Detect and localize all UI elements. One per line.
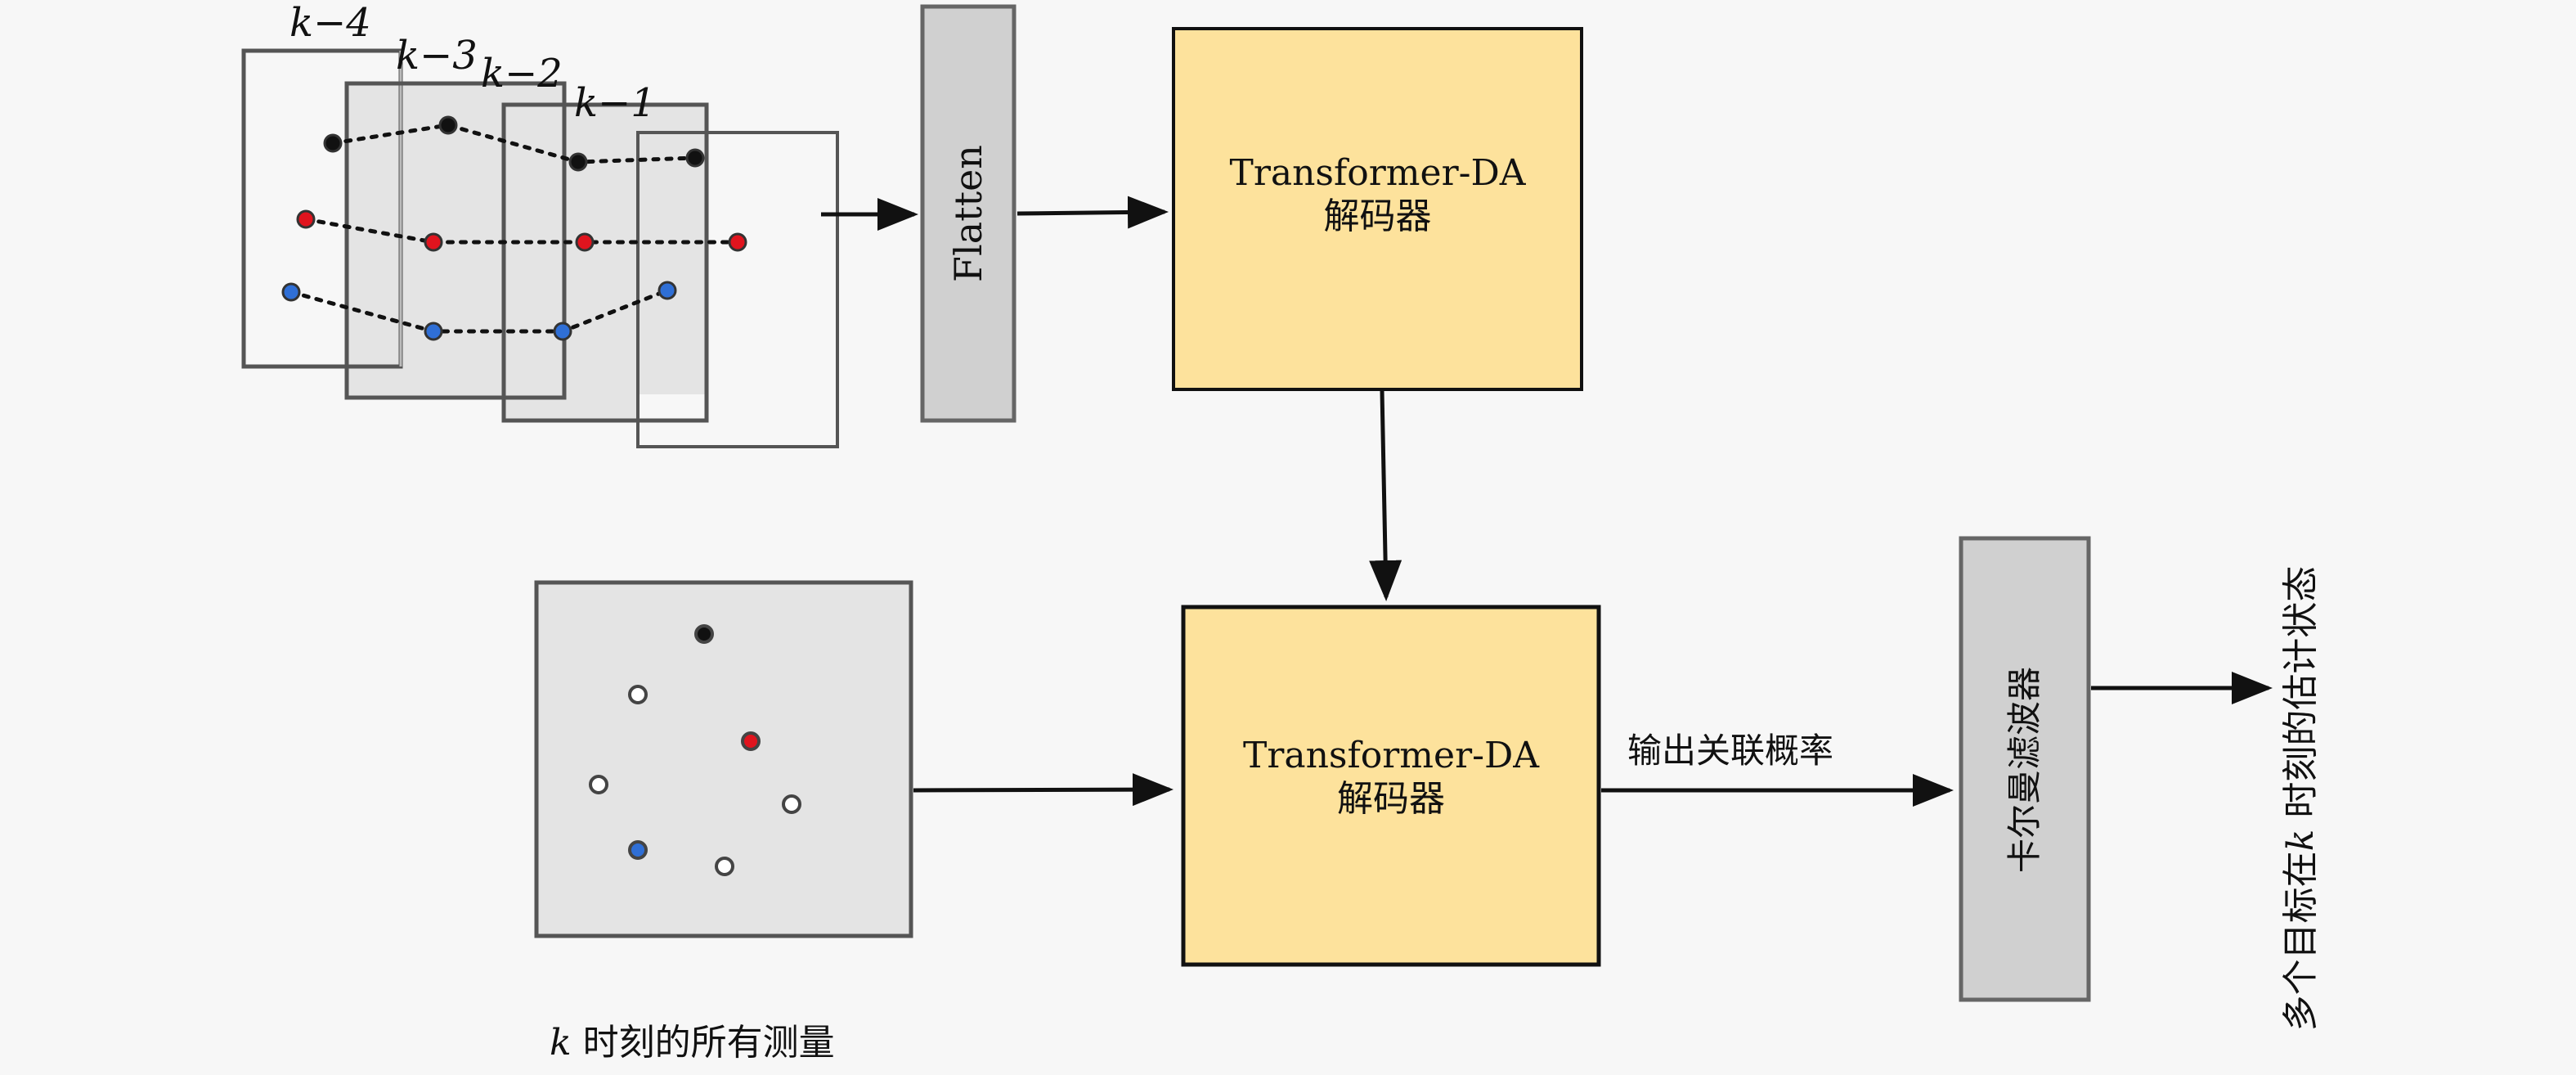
measurement-target-red: [741, 731, 761, 751]
arrow-flatten-to-decoder: [1016, 196, 1169, 229]
measurement-clutter: [628, 685, 648, 704]
track-point-red: [728, 232, 747, 252]
track-point-red: [575, 232, 595, 252]
flatten-block: [920, 4, 1016, 423]
track-points: [281, 115, 747, 341]
track-point-red: [424, 232, 443, 252]
measurements-caption-var: k: [550, 1022, 572, 1064]
track-point-blue: [424, 322, 443, 341]
kalman-filter-label: 卡尔曼滤波器: [2004, 667, 2044, 874]
track-point-black: [323, 133, 343, 153]
measurement-clutter: [715, 857, 734, 876]
track-point-blue: [657, 281, 677, 300]
measurements-caption: k 时刻的所有测量: [550, 1013, 835, 1065]
measurement-target-blue: [628, 840, 648, 860]
frame-k-1-shade: [640, 134, 707, 394]
arrow-measurements-to-decoder: [913, 773, 1174, 807]
measurements-caption-text: 时刻的所有测量: [571, 1022, 835, 1064]
track-point-blue: [553, 322, 572, 341]
measurement-points: [589, 624, 801, 876]
track-point-black: [438, 115, 458, 135]
assoc-prob-label: 输出关联概率: [1627, 731, 1834, 771]
output-label-suffix: 时刻的估计状态: [2280, 565, 2322, 830]
track-lines: [289, 123, 740, 334]
decoder-top-label: Transformer-DA 解码器: [1174, 152, 1582, 239]
decoder-bottom-line1: Transformer-DA: [1242, 735, 1540, 776]
track-point-black: [568, 152, 588, 172]
track-line-black: [330, 123, 698, 164]
measurement-clutter: [782, 794, 801, 814]
output-label-var: k: [2280, 829, 2322, 852]
track-point-black: [685, 148, 705, 168]
track-line-red: [303, 217, 740, 245]
decoder-bottom-line2: 解码器: [1337, 777, 1445, 820]
arrow-decoder-top-to-bottom: [1369, 390, 1402, 601]
output-label: 多个目标在k 时刻的估计状态: [2278, 553, 2324, 1044]
frame-label-k-1: k−1: [574, 80, 656, 126]
frame-label-k-3: k−3: [396, 33, 478, 79]
measurements-box: [534, 580, 913, 938]
measurement-target-black: [694, 624, 714, 644]
frame-label-k-2: k−2: [481, 51, 563, 97]
frame-label-k-4: k−4: [289, 0, 371, 46]
decoder-top-line2: 解码器: [1323, 195, 1432, 237]
history-frames: [241, 48, 839, 448]
decoder-bottom-label: Transformer-DA 解码器: [1183, 735, 1599, 821]
decoder-bottom-block: [1181, 605, 1601, 967]
flatten-label: Flatten: [946, 145, 990, 282]
track-point-red: [296, 209, 316, 229]
decoder-top-line1: Transformer-DA: [1229, 152, 1526, 194]
decoder-top-block: [1172, 27, 1583, 391]
measurement-clutter: [589, 775, 608, 794]
track-point-blue: [281, 282, 301, 302]
output-label-prefix: 多个目标在: [2280, 851, 2322, 1032]
track-line-blue: [289, 288, 670, 334]
kalman-filter-block: [1959, 536, 2091, 1002]
